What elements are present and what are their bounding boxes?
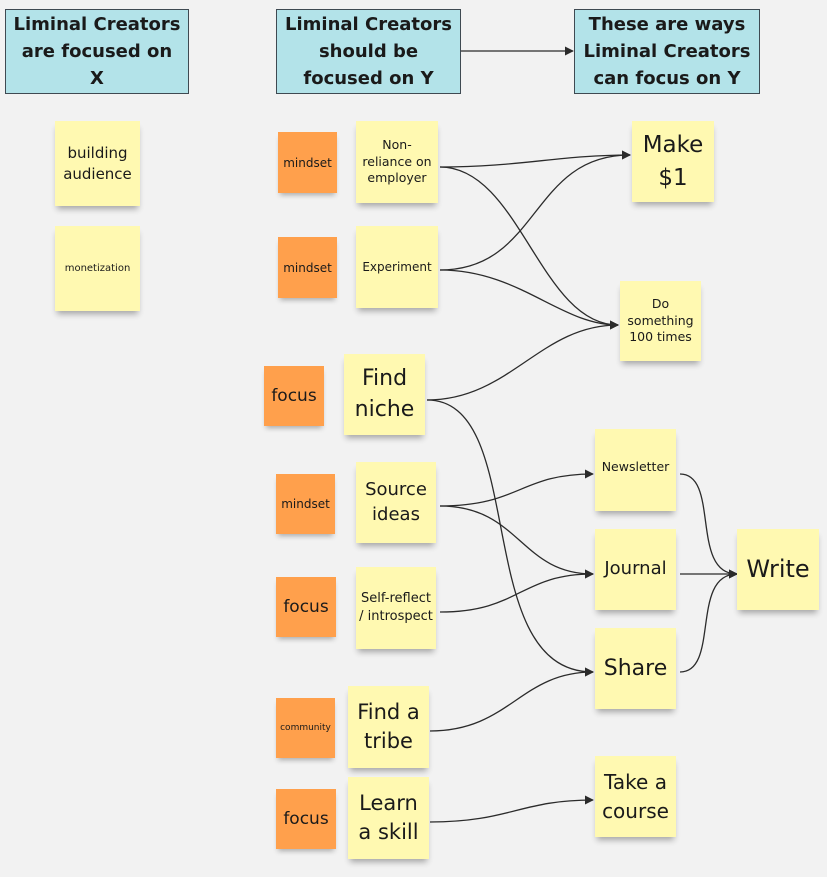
connector-non-reliance-to-make-dollar [439, 150, 631, 168]
connector-source-ideas-to-journal [439, 505, 594, 579]
header-focused-on-x[interactable]: Liminal Creators are focused on X [5, 9, 189, 94]
sticky-self-reflect[interactable]: Self-reflect / introspect [356, 567, 436, 649]
sticky-experiment[interactable]: Experiment [356, 226, 438, 308]
sticky-source-ideas[interactable]: Source ideas [356, 462, 436, 543]
sticky-newsletter[interactable]: Newsletter [595, 429, 676, 511]
tag-find-tribe[interactable]: community [276, 698, 335, 758]
connector-find-niche-to-do-100 [426, 320, 619, 401]
sticky-non-reliance[interactable]: Non-reliance on employer [356, 121, 438, 203]
sticky-share[interactable]: Share [595, 628, 676, 709]
header-ways-to-focus[interactable]: These are ways Liminal Creators can focu… [574, 9, 760, 94]
tag-experiment[interactable]: mindset [278, 237, 337, 298]
sticky-find-niche[interactable]: Find niche [344, 354, 425, 435]
tag-learn-skill[interactable]: focus [276, 789, 336, 849]
connector-learn-skill-to-take-course [429, 795, 594, 823]
connector-find-niche-to-share [426, 399, 594, 677]
sticky-make-dollar[interactable]: Make $1 [632, 121, 714, 202]
header-should-focus-on-y[interactable]: Liminal Creators should be focused on Y [276, 9, 461, 94]
sticky-take-course[interactable]: Take a course [595, 756, 676, 837]
connector-non-reliance-to-do-100 [439, 166, 619, 330]
sticky-do-100[interactable]: Do something 100 times [620, 281, 701, 361]
connector-share-to-write [679, 569, 738, 673]
connector-self-reflect-to-journal [439, 569, 594, 613]
connector-experiment-to-make-dollar [439, 150, 631, 271]
connector-newsletter-to-write [679, 473, 738, 579]
tag-find-niche[interactable]: focus [264, 366, 324, 426]
sticky-write[interactable]: Write [737, 529, 819, 610]
tag-source-ideas[interactable]: mindset [276, 474, 335, 534]
sticky-building-audience[interactable]: building audience [55, 121, 140, 206]
connector-find-tribe-to-share [429, 667, 594, 732]
tag-self-reflect[interactable]: focus [276, 577, 336, 637]
sticky-monetization[interactable]: monetization [55, 226, 140, 311]
sticky-learn-skill[interactable]: Learn a skill [348, 777, 429, 859]
tag-non-reliance[interactable]: mindset [278, 132, 337, 193]
connector-experiment-to-do-100 [439, 269, 619, 330]
sticky-find-tribe[interactable]: Find a tribe [348, 686, 429, 768]
sticky-journal[interactable]: Journal [595, 529, 676, 610]
connector-source-ideas-to-newsletter [439, 469, 594, 507]
